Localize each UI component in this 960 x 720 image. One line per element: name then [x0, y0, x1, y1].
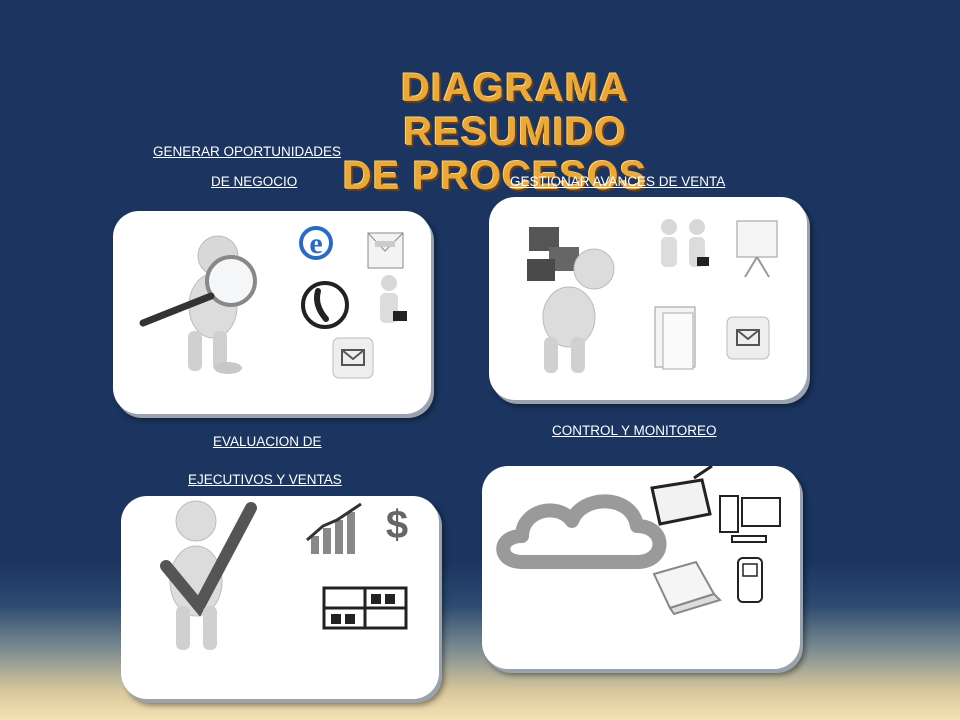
folders-icon	[654, 306, 696, 370]
svg-text:e: e	[309, 227, 322, 260]
laptop-icon	[652, 560, 722, 616]
businessman-icon	[380, 275, 407, 323]
page-title: DIAGRAMA RESUMIDO DE PROCESOS	[290, 66, 740, 198]
presentation-screen-icon	[736, 220, 778, 278]
growth-chart-icon	[306, 502, 362, 554]
svg-text:$: $	[386, 503, 408, 547]
dollar-icon: $	[386, 503, 408, 547]
warehouse-shelf-icon	[322, 586, 408, 630]
panel-gestionar-avances	[489, 197, 807, 400]
open-envelope-icon	[367, 232, 404, 269]
panel-3-label-line-2: EJECUTIVOS Y VENTAS	[188, 472, 342, 487]
handshake-icon	[661, 219, 709, 267]
panel-generar-oportunidades: e	[113, 211, 431, 414]
person-checkmark-icon	[160, 500, 257, 650]
desktop-computer-icon	[719, 495, 781, 543]
panel-3-label-line-1: EVALUACION DE	[213, 434, 322, 449]
panel-evaluacion: $	[121, 496, 439, 699]
phone-icon	[301, 281, 349, 329]
person-magnifier-icon	[139, 235, 257, 374]
panel-1-label-line-2: DE NEGOCIO	[211, 174, 298, 189]
cloud-icon	[496, 494, 667, 569]
mobile-phone-icon	[737, 557, 763, 603]
person-carrying-houses-icon	[527, 227, 615, 373]
title-line-1: DIAGRAMA RESUMIDO	[401, 66, 629, 154]
panel-4-label: CONTROL Y MONITOREO	[552, 423, 717, 438]
mail-icon	[726, 316, 770, 360]
graphics-tablet-icon	[650, 466, 713, 526]
panel-control-monitoreo	[482, 466, 800, 669]
internet-explorer-icon: e	[299, 226, 333, 260]
mail-icon	[332, 337, 374, 379]
panel-2-label: GESTIONAR AVANCES DE VENTA	[510, 174, 726, 189]
panel-1-label-line-1: GENERAR OPORTUNIDADES	[153, 144, 342, 159]
title-line-2: DE PROCESOS	[342, 154, 648, 198]
